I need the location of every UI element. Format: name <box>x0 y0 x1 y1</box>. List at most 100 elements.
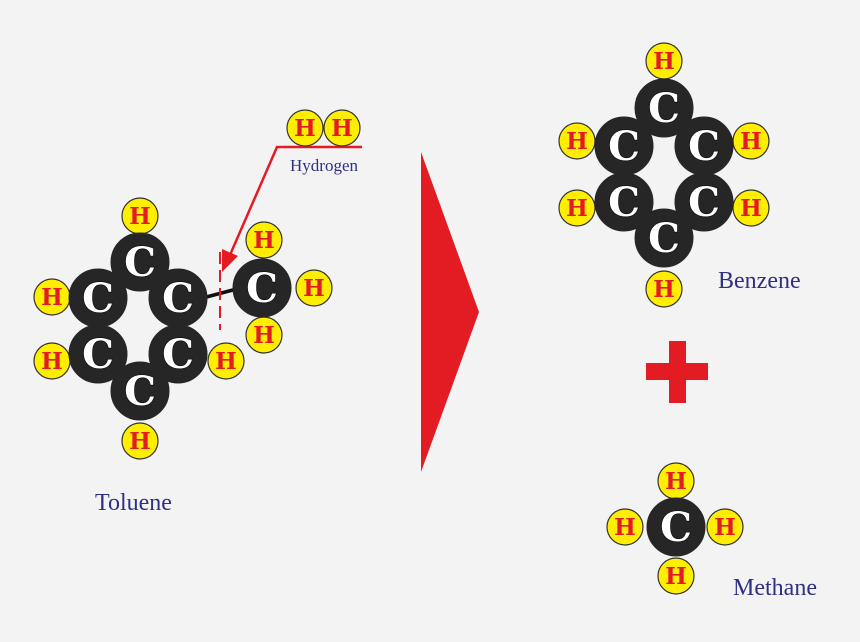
benzene-h-right-upper-symbol: H <box>740 128 762 155</box>
toluene-c-lower-left-symbol: C <box>82 331 114 378</box>
methane-h-right: H <box>706 508 744 546</box>
methyl-h-bottom-symbol: H <box>253 322 275 349</box>
benzene-h-top-symbol: H <box>653 48 675 75</box>
toluene-h-top-symbol: H <box>129 203 151 230</box>
plus-sign-icon-vertical <box>669 341 686 403</box>
hydrogen-h-left-symbol: H <box>294 115 316 142</box>
benzene-c-top: C <box>634 78 694 138</box>
methane-h-right-circle <box>706 508 744 546</box>
benzene-c-lower-right-circle <box>674 172 734 232</box>
hydrogen-attack-arrow-line <box>228 145 362 256</box>
toluene-h-right-lower-circle <box>207 342 245 380</box>
benzene-h-right-lower: H <box>732 189 770 227</box>
toluene-c-upper-right-symbol: C <box>162 275 194 322</box>
toluene-c-upper-right: C <box>148 268 208 328</box>
benzene-c-upper-right-symbol: C <box>688 123 720 170</box>
toluene-h-right-lower: H <box>207 342 245 380</box>
toluene-h-right-lower-symbol: H <box>215 348 237 375</box>
benzene-h-top: H <box>645 42 683 80</box>
toluene-c-top-circle <box>110 232 170 292</box>
hydrogen-h-left-circle <box>286 109 324 147</box>
benzene-h-bottom: H <box>645 270 683 308</box>
toluene-h-left-upper: H <box>33 278 71 316</box>
toluene-c-top: C <box>110 232 170 292</box>
benzene-h-right-lower-symbol: H <box>740 195 762 222</box>
toluene-c-upper-left-symbol: C <box>82 275 114 322</box>
methane-c-circle <box>646 497 706 557</box>
benzene-c-bottom-circle <box>634 208 694 268</box>
benzene-c-bottom: C <box>634 208 694 268</box>
methane-label: Methane <box>733 575 817 601</box>
benzene-h-left-upper-symbol: H <box>566 128 588 155</box>
hydrogen-attack-arrowhead <box>222 249 238 272</box>
hydrogen-h-right-circle <box>323 109 361 147</box>
benzene-c-top-symbol: C <box>648 85 680 132</box>
toluene-c-lower-right-circle <box>148 324 208 384</box>
methane-h-top: H <box>657 462 695 500</box>
benzene-c-upper-left-symbol: C <box>608 123 640 170</box>
methyl-h-top-circle <box>245 221 283 259</box>
methyl-h-right-symbol: H <box>303 275 325 302</box>
toluene-c-lower-right: C <box>148 324 208 384</box>
methane-h-left-circle <box>606 508 644 546</box>
benzene-c-upper-left: C <box>594 116 654 176</box>
methyl-h-top-symbol: H <box>253 227 275 254</box>
hydrogen-h-right: H <box>323 109 361 147</box>
toluene-c-lower-left-circle <box>68 324 128 384</box>
methane-c: C <box>646 497 706 557</box>
methane-h-top-symbol: H <box>665 468 687 495</box>
methyl-c-symbol: C <box>246 265 278 312</box>
toluene-c-lower-left: C <box>68 324 128 384</box>
benzene-c-lower-left: C <box>594 172 654 232</box>
benzene-label: Benzene <box>718 268 801 294</box>
benzene-h-left-lower: H <box>558 189 596 227</box>
methane-h-left: H <box>606 508 644 546</box>
methyl-h-right-circle <box>295 269 333 307</box>
toluene-h-left-upper-symbol: H <box>41 284 63 311</box>
toluene-h-left-lower-symbol: H <box>41 348 63 375</box>
methyl-c-circle <box>232 258 292 318</box>
benzene-c-lower-left-symbol: C <box>608 179 640 226</box>
toluene-h-bottom-circle <box>121 422 159 460</box>
benzene-h-left-lower-circle <box>558 189 596 227</box>
benzene-c-lower-left-circle <box>594 172 654 232</box>
benzene-c-upper-right: C <box>674 116 734 176</box>
toluene-c-upper-left: C <box>68 268 128 328</box>
benzene-h-right-upper: H <box>732 122 770 160</box>
hydrogen-h-left: H <box>286 109 324 147</box>
toluene-h-top: H <box>121 197 159 235</box>
toluene-c-bottom: C <box>110 361 170 421</box>
methyl-h-bottom: H <box>245 316 283 354</box>
methane-h-bottom: H <box>657 557 695 595</box>
toluene-c-top-symbol: C <box>124 239 156 286</box>
benzene-h-left-upper: H <box>558 122 596 160</box>
methyl-h-top: H <box>245 221 283 259</box>
reaction-arrow-icon <box>421 152 479 472</box>
hydrogen-label: Hydrogen <box>290 156 358 175</box>
benzene-c-top-circle <box>634 78 694 138</box>
methane-c-symbol: C <box>660 504 692 551</box>
methane-h-bottom-symbol: H <box>665 563 687 590</box>
toluene-label: Toluene <box>95 490 172 516</box>
toluene-h-bottom: H <box>121 422 159 460</box>
benzene-c-lower-right-symbol: C <box>688 179 720 226</box>
lines-layer <box>194 145 708 472</box>
benzene-h-bottom-circle <box>645 270 683 308</box>
toluene-c-bottom-symbol: C <box>124 368 156 415</box>
benzene-c-bottom-symbol: C <box>648 215 680 262</box>
methane-h-bottom-circle <box>657 557 695 595</box>
benzene-h-bottom-symbol: H <box>653 276 675 303</box>
toluene-c-lower-right-symbol: C <box>162 331 194 378</box>
benzene-h-left-lower-symbol: H <box>566 195 588 222</box>
toluene-c-bottom-circle <box>110 361 170 421</box>
methyl-c: C <box>232 258 292 318</box>
methane-h-left-symbol: H <box>614 514 636 541</box>
benzene-c-lower-right: C <box>674 172 734 232</box>
benzene-h-right-lower-circle <box>732 189 770 227</box>
hydrogen-h-right-symbol: H <box>331 115 353 142</box>
methyl-h-right: H <box>295 269 333 307</box>
toluene-h-bottom-symbol: H <box>129 428 151 455</box>
